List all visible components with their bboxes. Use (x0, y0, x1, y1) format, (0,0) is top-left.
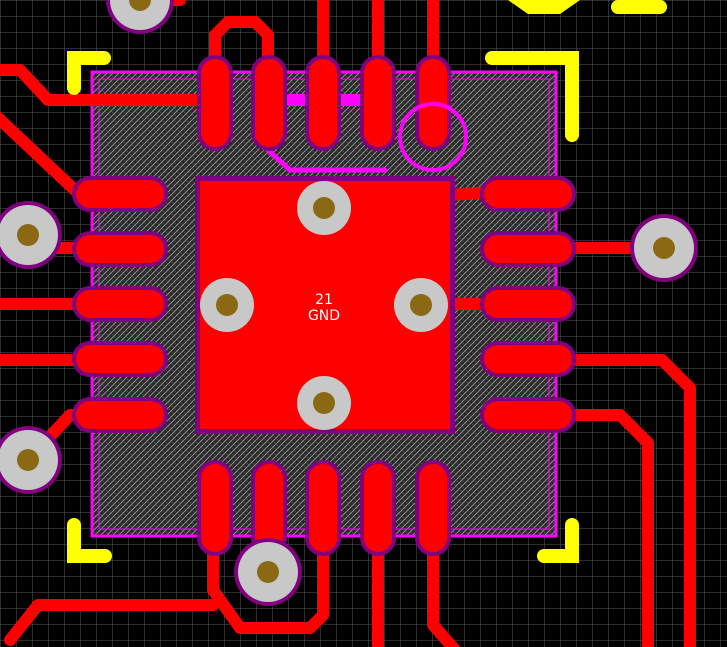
pad-right-4[interactable] (480, 341, 576, 377)
vias (0, 0, 698, 606)
pad-right-1[interactable] (480, 176, 576, 212)
right-pads (480, 176, 576, 433)
pad-top-1[interactable] (197, 55, 233, 151)
pad-top-3[interactable] (305, 55, 341, 151)
via-icon[interactable] (297, 181, 351, 235)
bottom-pads (197, 460, 451, 556)
pad-left-2[interactable] (72, 231, 168, 267)
pad-top-2[interactable] (251, 55, 287, 151)
via-icon[interactable] (106, 0, 174, 34)
top-pads (197, 55, 451, 151)
left-pads (72, 176, 168, 433)
pad-left-4[interactable] (72, 341, 168, 377)
silk-corner-icon (485, 51, 579, 142)
pin1-circle-icon (398, 102, 468, 172)
via-icon[interactable] (0, 426, 62, 494)
pad-bottom-3[interactable] (305, 460, 341, 556)
pad-top-4[interactable] (360, 55, 396, 151)
pad-bottom-4[interactable] (360, 460, 396, 556)
pad-bottom-5[interactable] (415, 460, 451, 556)
pad-left-5[interactable] (72, 397, 168, 433)
silk-corners (67, 0, 667, 563)
silk-shape (508, 0, 580, 14)
via-icon[interactable] (234, 538, 302, 606)
trace[interactable] (209, 16, 274, 106)
pad-bottom-1[interactable] (197, 460, 233, 556)
via-icon[interactable] (200, 278, 254, 332)
trace[interactable] (524, 354, 696, 647)
trace[interactable] (4, 599, 219, 646)
via-icon[interactable] (297, 376, 351, 430)
trace[interactable] (207, 499, 329, 634)
center-pad-net: GND (308, 308, 340, 324)
center-pad-number: 21 (315, 292, 333, 308)
pad-right-5[interactable] (480, 397, 576, 433)
pad-right-2[interactable] (480, 231, 576, 267)
silk-corner-icon (67, 518, 112, 563)
trace[interactable] (0, 64, 221, 106)
silk-corner-icon (67, 51, 111, 95)
via-icon[interactable] (630, 214, 698, 282)
via-icon[interactable] (0, 201, 62, 269)
silk-corner-icon (537, 518, 579, 563)
via-icon[interactable] (394, 278, 448, 332)
pad-left-3[interactable] (72, 286, 168, 322)
pad-left-1[interactable] (72, 176, 168, 212)
pad-right-3[interactable] (480, 286, 576, 322)
